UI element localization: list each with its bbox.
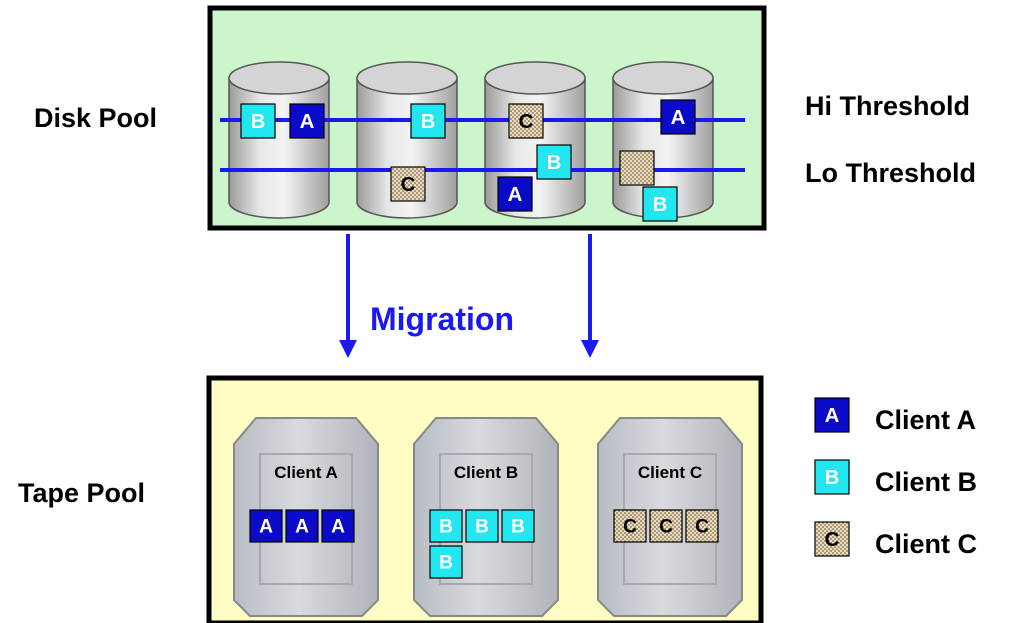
migration-arrowhead-left bbox=[339, 340, 357, 358]
tape-chip-client-b: B bbox=[429, 545, 463, 579]
chip-letter: C bbox=[659, 516, 673, 537]
legend-label: Client B bbox=[875, 467, 977, 497]
disk-chip-client-c: C bbox=[508, 103, 544, 139]
disk-chip-client-b: B bbox=[536, 144, 572, 180]
chip-letter: C bbox=[623, 516, 637, 537]
chip-letter: B bbox=[439, 552, 453, 573]
chip-letter: C bbox=[401, 174, 416, 196]
lo-threshold-label: Lo Threshold bbox=[805, 158, 976, 188]
disk-cylinder bbox=[228, 61, 330, 219]
legend-label: Client A bbox=[875, 405, 976, 435]
tape-pool-label: Tape Pool bbox=[18, 478, 145, 508]
legend-label: Client C bbox=[875, 529, 977, 559]
disk-chip-client-c bbox=[619, 150, 655, 186]
chip-letter: B bbox=[421, 111, 436, 133]
legend: A Client A B Client B C Client C bbox=[814, 397, 977, 559]
chip-letter: A bbox=[671, 107, 686, 129]
chip-letter: C bbox=[519, 111, 534, 133]
tape-chip-client-c: C bbox=[613, 509, 647, 543]
disk-chip-client-a: A bbox=[660, 99, 696, 135]
tape-title: Client B bbox=[454, 463, 518, 482]
disk-chip-client-b: B bbox=[642, 186, 678, 222]
tape-chip-client-b: B bbox=[429, 509, 463, 543]
disk-chip-client-b: B bbox=[240, 103, 276, 139]
tape-chip-client-c: C bbox=[685, 509, 719, 543]
tape-chip-client-c: C bbox=[649, 509, 683, 543]
disk-chip-client-a: A bbox=[497, 176, 533, 212]
tape-cartridge: Client C C C C bbox=[597, 417, 743, 617]
tape-chip-client-a: A bbox=[249, 509, 283, 543]
disk-chip-client-a: A bbox=[289, 103, 325, 139]
migration-label: Migration bbox=[370, 301, 514, 337]
chip-letter: A bbox=[825, 405, 840, 427]
chip-letter: A bbox=[300, 111, 315, 133]
disk-chip-client-b: B bbox=[410, 103, 446, 139]
tape-title: Client C bbox=[638, 463, 702, 482]
chip-letter: B bbox=[475, 516, 489, 537]
tape-title: Client A bbox=[274, 463, 338, 482]
legend-swatch-client-b: B bbox=[814, 459, 850, 495]
disk-chip-client-c: C bbox=[390, 166, 426, 202]
chip-letter: A bbox=[508, 184, 523, 206]
hi-threshold-label: Hi Threshold bbox=[805, 91, 970, 121]
chip-letter: A bbox=[259, 516, 273, 537]
chip-letter: A bbox=[331, 516, 345, 537]
legend-swatch-client-c: C bbox=[814, 521, 850, 557]
tape-chip-client-b: B bbox=[501, 509, 535, 543]
chip-letter: B bbox=[439, 516, 453, 537]
migration-arrowhead-right bbox=[581, 340, 599, 358]
disk-pool-label: Disk Pool bbox=[34, 103, 157, 133]
chip-letter: B bbox=[511, 516, 525, 537]
legend-swatch-client-a: A bbox=[814, 397, 850, 433]
chip-letter: B bbox=[825, 467, 840, 489]
chip-letter: B bbox=[653, 194, 668, 216]
chip-letter: C bbox=[695, 516, 709, 537]
chip-letter: B bbox=[251, 111, 266, 133]
tape-chip-client-b: B bbox=[465, 509, 499, 543]
tape-chip-client-a: A bbox=[285, 509, 319, 543]
tape-cartridge: Client A A A A bbox=[233, 417, 379, 617]
tape-chip-client-a: A bbox=[321, 509, 355, 543]
chip-letter: B bbox=[547, 152, 562, 174]
chip-letter: A bbox=[295, 516, 309, 537]
chip-letter: C bbox=[825, 529, 840, 551]
